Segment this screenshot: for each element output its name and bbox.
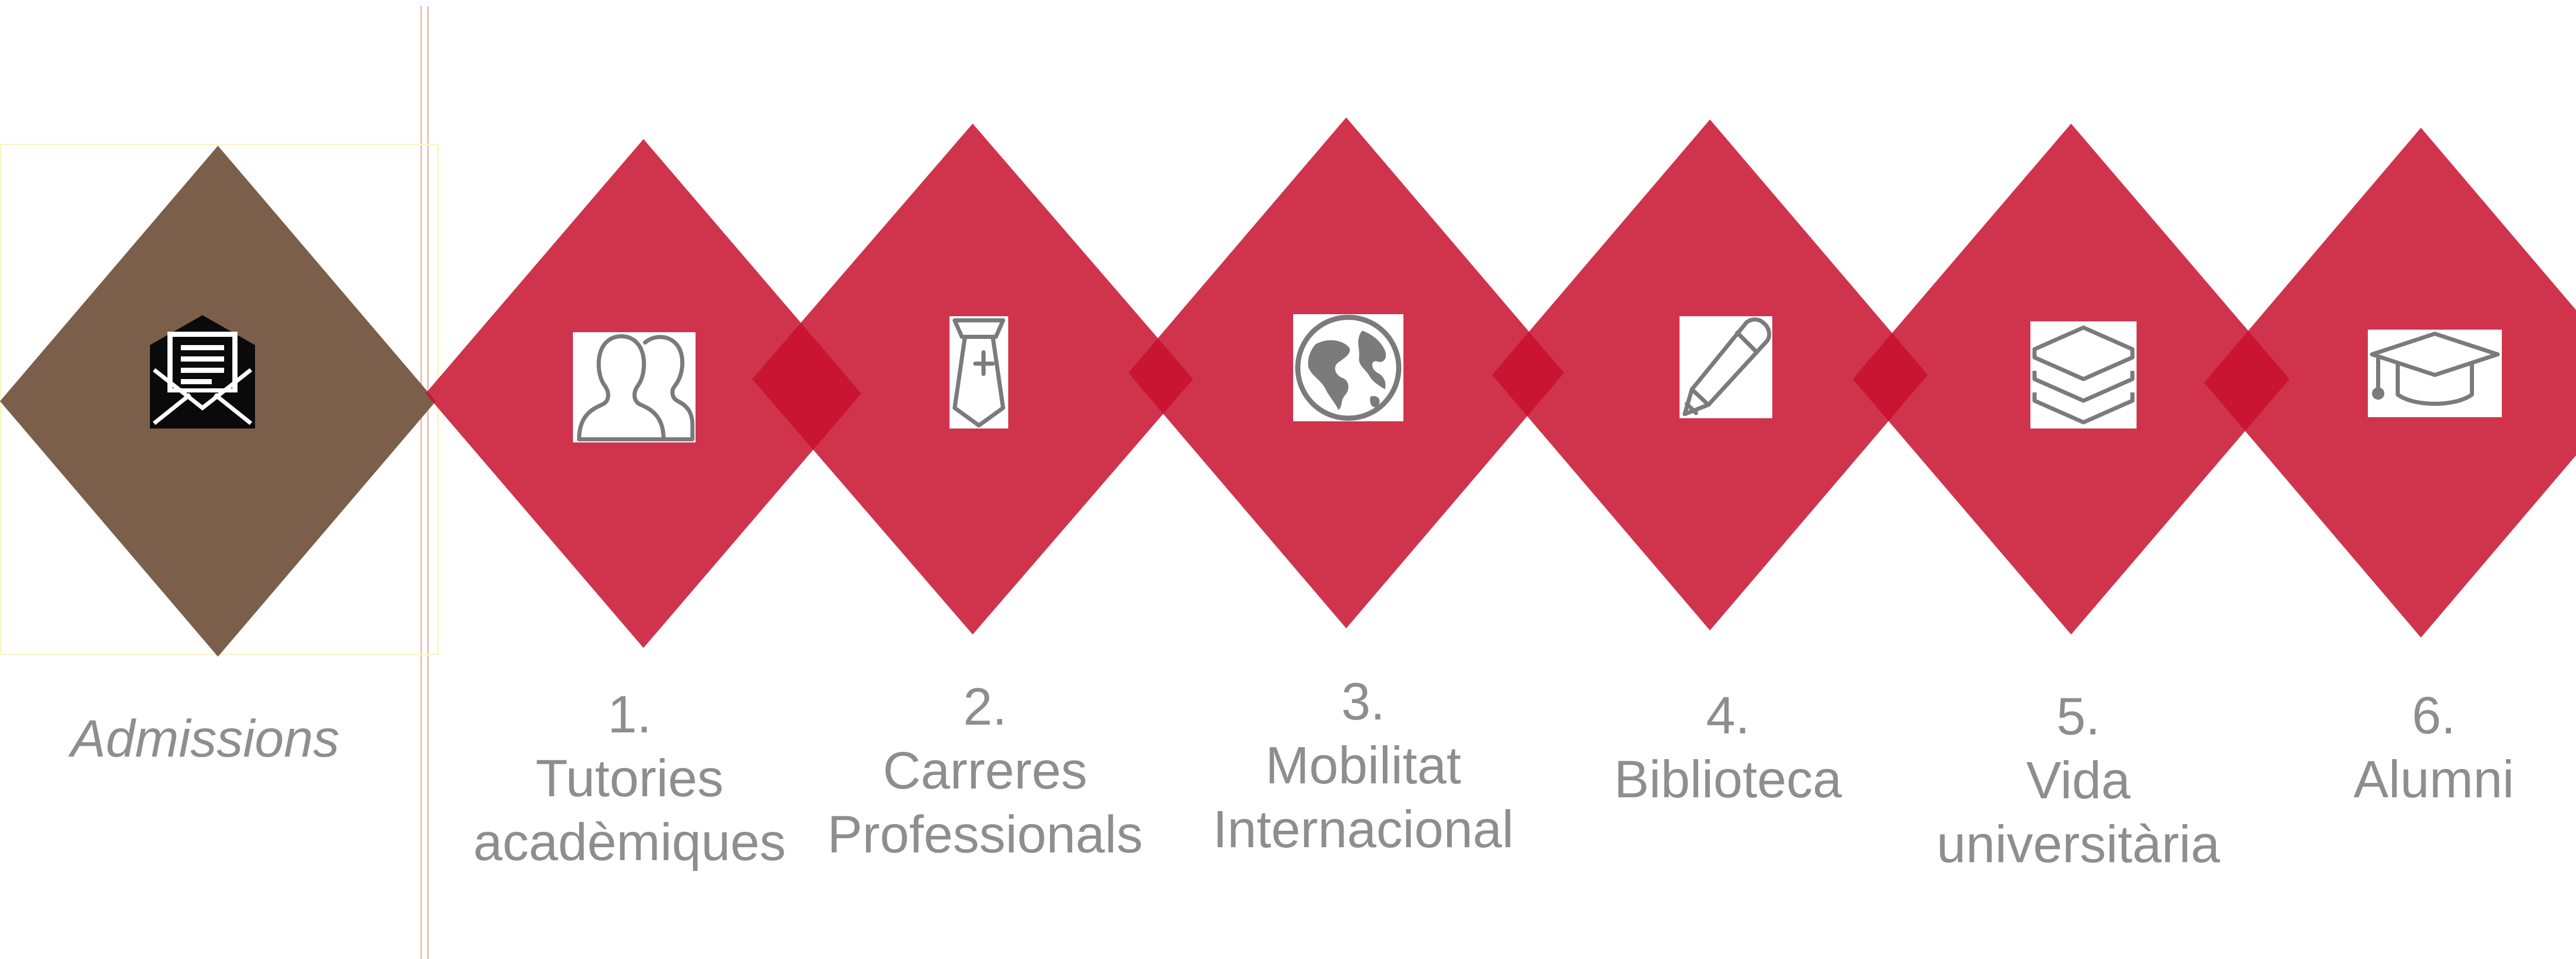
step-number: 6. bbox=[2412, 686, 2456, 745]
envelope-open-letter-icon bbox=[147, 313, 258, 431]
step-number: 5. bbox=[2056, 687, 2100, 746]
globe-icon bbox=[1293, 314, 1403, 421]
graduation-cap-icon bbox=[2368, 330, 2502, 417]
step-title-line: Biblioteca bbox=[1614, 750, 1842, 809]
step-3-label: 3. Mobilitat Internacional bbox=[1213, 670, 1514, 861]
step-1-label: 1. Tutories acadèmiques bbox=[473, 682, 786, 874]
pencil-icon bbox=[1680, 316, 1772, 418]
step-number: 3. bbox=[1341, 672, 1385, 731]
step-number: 2. bbox=[963, 677, 1007, 736]
step-6-label: 6. Alumni bbox=[2353, 683, 2514, 811]
step-title-line: Tutories bbox=[535, 749, 724, 808]
step-title-line: Mobilitat bbox=[1265, 736, 1461, 795]
step-2-label: 2. Carreres Professionals bbox=[827, 675, 1143, 866]
step-title-line: universitària bbox=[1937, 815, 2220, 874]
step-5-label: 5. Vida universitària bbox=[1937, 684, 2220, 876]
admissions-label: Admissions bbox=[71, 709, 340, 768]
step-title-line: Carreres bbox=[883, 741, 1088, 800]
step-title-line: acadèmiques bbox=[473, 813, 786, 871]
step-title-line: Internacional bbox=[1212, 800, 1514, 859]
layers-icon bbox=[2030, 321, 2137, 429]
step-4-label: 4. Biblioteca bbox=[1614, 683, 1842, 811]
necktie-icon bbox=[950, 316, 1008, 429]
step-title-line: Alumni bbox=[2353, 750, 2514, 809]
step-number: 4. bbox=[1706, 686, 1750, 745]
users-icon bbox=[573, 332, 696, 442]
step-number: 1. bbox=[607, 685, 652, 744]
step-title-line: Professionals bbox=[827, 805, 1143, 864]
step-title-line: Vida bbox=[2026, 751, 2131, 810]
